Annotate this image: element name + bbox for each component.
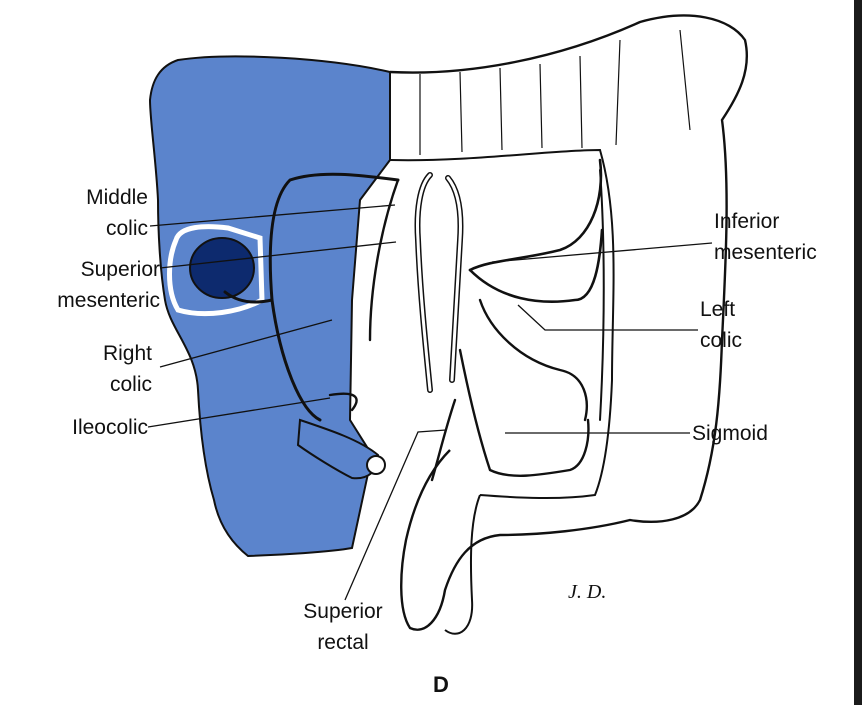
label-ileocolic: Ileocolic (20, 412, 148, 443)
haustra-markings (420, 30, 690, 155)
terminal-ileum-lumen (190, 238, 254, 298)
image-border-strip (854, 0, 862, 705)
highlighted-right-colon-region (150, 56, 390, 556)
sigmoid-and-rectum (445, 495, 480, 634)
transverse-and-descending-colon (390, 16, 747, 630)
appendix-tip (367, 456, 385, 474)
label-inferior-mesenteric: Inferior mesenteric (714, 206, 854, 268)
label-middle-colic: Middle colic (44, 182, 148, 244)
label-superior-mesenteric: Superior mesenteric (2, 254, 160, 316)
panel-letter: D (418, 672, 464, 698)
artist-initials: J. D. (568, 581, 606, 603)
label-superior-rectal: Superior rectal (268, 596, 418, 658)
label-right-colic: Right colic (52, 338, 152, 400)
label-left-colic: Left colic (700, 294, 780, 356)
label-sigmoid: Sigmoid (692, 418, 812, 449)
